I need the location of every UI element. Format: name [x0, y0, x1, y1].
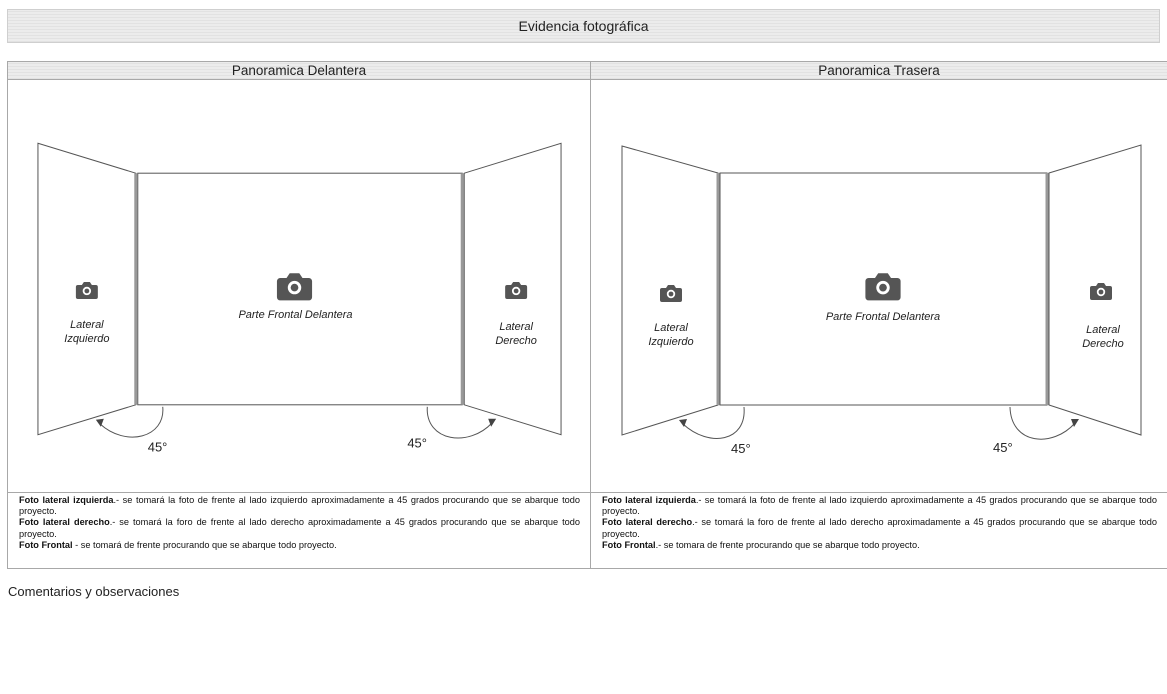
left-angle-label: 45°	[731, 441, 751, 456]
section-title: Evidencia fotográfica	[518, 18, 649, 34]
panel-rear-diagram: Lateral Izquierdo Parte Frontal Delanter…	[621, 144, 1142, 456]
right-angle-arc	[1009, 406, 1076, 440]
note-front: Foto Frontal - se tomará de frente procu…	[19, 539, 337, 550]
note-left: Foto lateral izquierda.- se tomará la fo…	[602, 495, 1157, 517]
panel-rear: Panoramica Trasera	[591, 62, 1167, 568]
center-wall-label: Parte Frontal Delantera	[238, 309, 352, 321]
camera-icon	[1090, 283, 1112, 300]
camera-icon	[865, 273, 901, 301]
panel-front: Panoramica Delantera	[8, 62, 591, 568]
right-angle-arc	[426, 406, 493, 439]
panel-front-header: Panoramica Delantera	[8, 62, 590, 80]
panel-front-title: Panoramica Delantera	[231, 63, 367, 78]
panel-rear-header: Panoramica Trasera	[591, 62, 1167, 80]
note-right: Foto lateral derecho.- se tomará la foro…	[602, 517, 1157, 539]
panel-rear-title: Panoramica Trasera	[818, 63, 940, 78]
camera-icon	[75, 282, 98, 299]
note-right: Foto lateral derecho.- se tomará la foro…	[19, 517, 580, 539]
camera-icon	[276, 273, 313, 301]
note-left: Foto lateral izquierda.- se tomará la fo…	[19, 495, 580, 517]
right-wall-shape	[463, 142, 562, 436]
left-wall-label-line2: Izquierdo	[648, 336, 693, 348]
comments-field[interactable]: Comentarios y observaciones	[7, 582, 1167, 694]
comments-label: Comentarios y observaciones	[8, 584, 180, 599]
left-angle-arc	[99, 406, 164, 438]
left-wall-label-line2: Izquierdo	[64, 333, 109, 345]
note-front: Foto Frontal.- se tomara de frente procu…	[602, 539, 920, 550]
panel-rear-notes: Foto lateral izquierda.- se tomará la fo…	[591, 492, 1167, 568]
photo-panels: Panoramica Delantera	[7, 61, 1167, 569]
panel-front-notes: Foto lateral izquierda.- se tomará la fo…	[8, 492, 590, 568]
comments-value[interactable]	[8, 604, 1167, 694]
right-angle-label: 45°	[993, 440, 1013, 455]
panel-front-diagram: Lateral Izquierdo Parte Frontal Delanter…	[37, 142, 562, 455]
center-wall-label: Parte Frontal Delantera	[826, 311, 940, 323]
left-wall-label-line1: Lateral	[654, 322, 688, 334]
left-angle-arc	[682, 406, 745, 439]
right-wall-label-line1: Lateral	[1086, 324, 1120, 336]
right-wall-label-line2: Derecho	[495, 335, 536, 347]
right-wall-label-line2: Derecho	[1082, 338, 1124, 350]
section-title-bar: Evidencia fotográfica	[7, 9, 1160, 43]
right-wall-label-line1: Lateral	[499, 321, 533, 333]
camera-icon	[660, 285, 682, 302]
right-wall-shape	[1048, 144, 1142, 436]
camera-icon	[505, 282, 528, 299]
left-angle-label: 45°	[148, 440, 168, 455]
right-angle-label: 45°	[407, 436, 427, 451]
left-wall-label-line1: Lateral	[70, 319, 104, 331]
